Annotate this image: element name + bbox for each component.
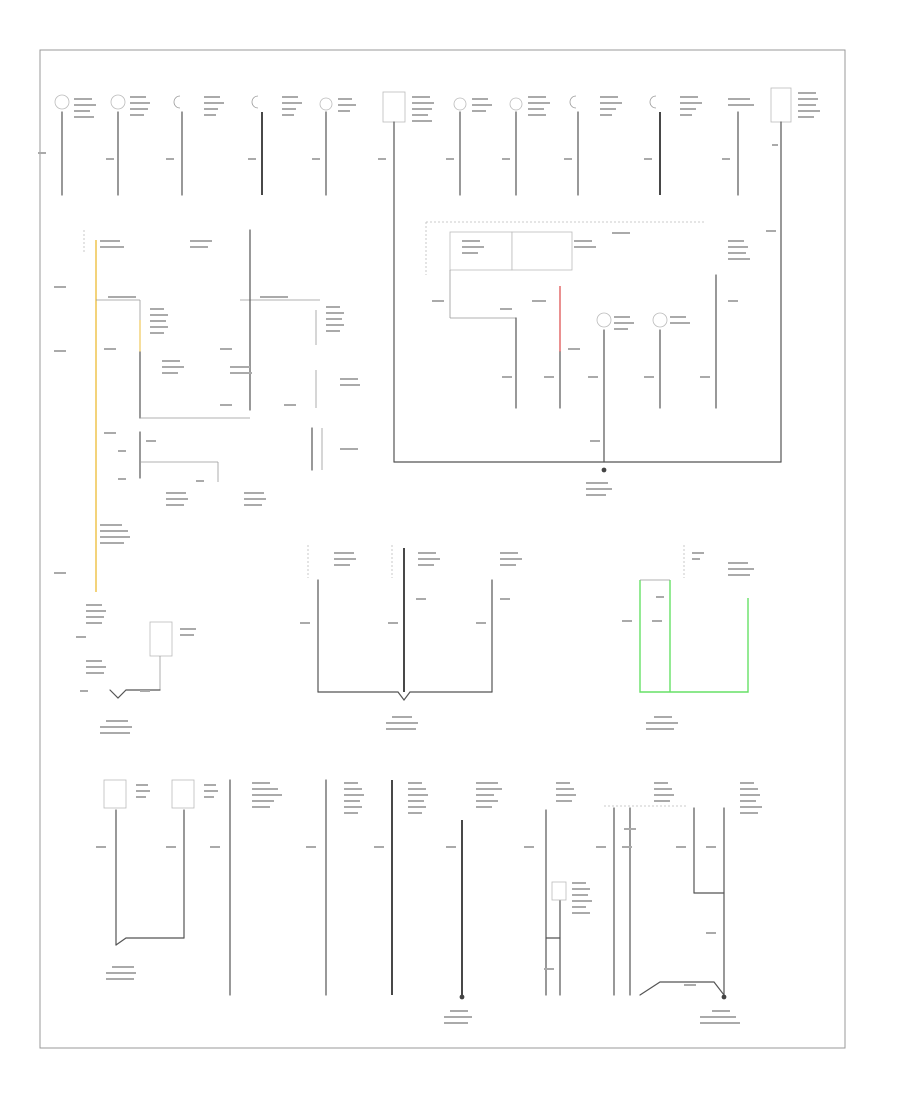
right-middle-green-group [622,545,754,730]
center-middle-group [300,545,522,730]
right-relay-group [393,221,782,496]
top-row-components [38,87,820,463]
ground-symbol [601,467,607,473]
diagram-frame [39,49,846,1049]
ground-symbol [459,994,465,1000]
left-switch-group [54,229,360,592]
bottom-row-components [96,779,762,1024]
ground-symbol [721,994,727,1000]
left-middle-group [76,604,196,734]
